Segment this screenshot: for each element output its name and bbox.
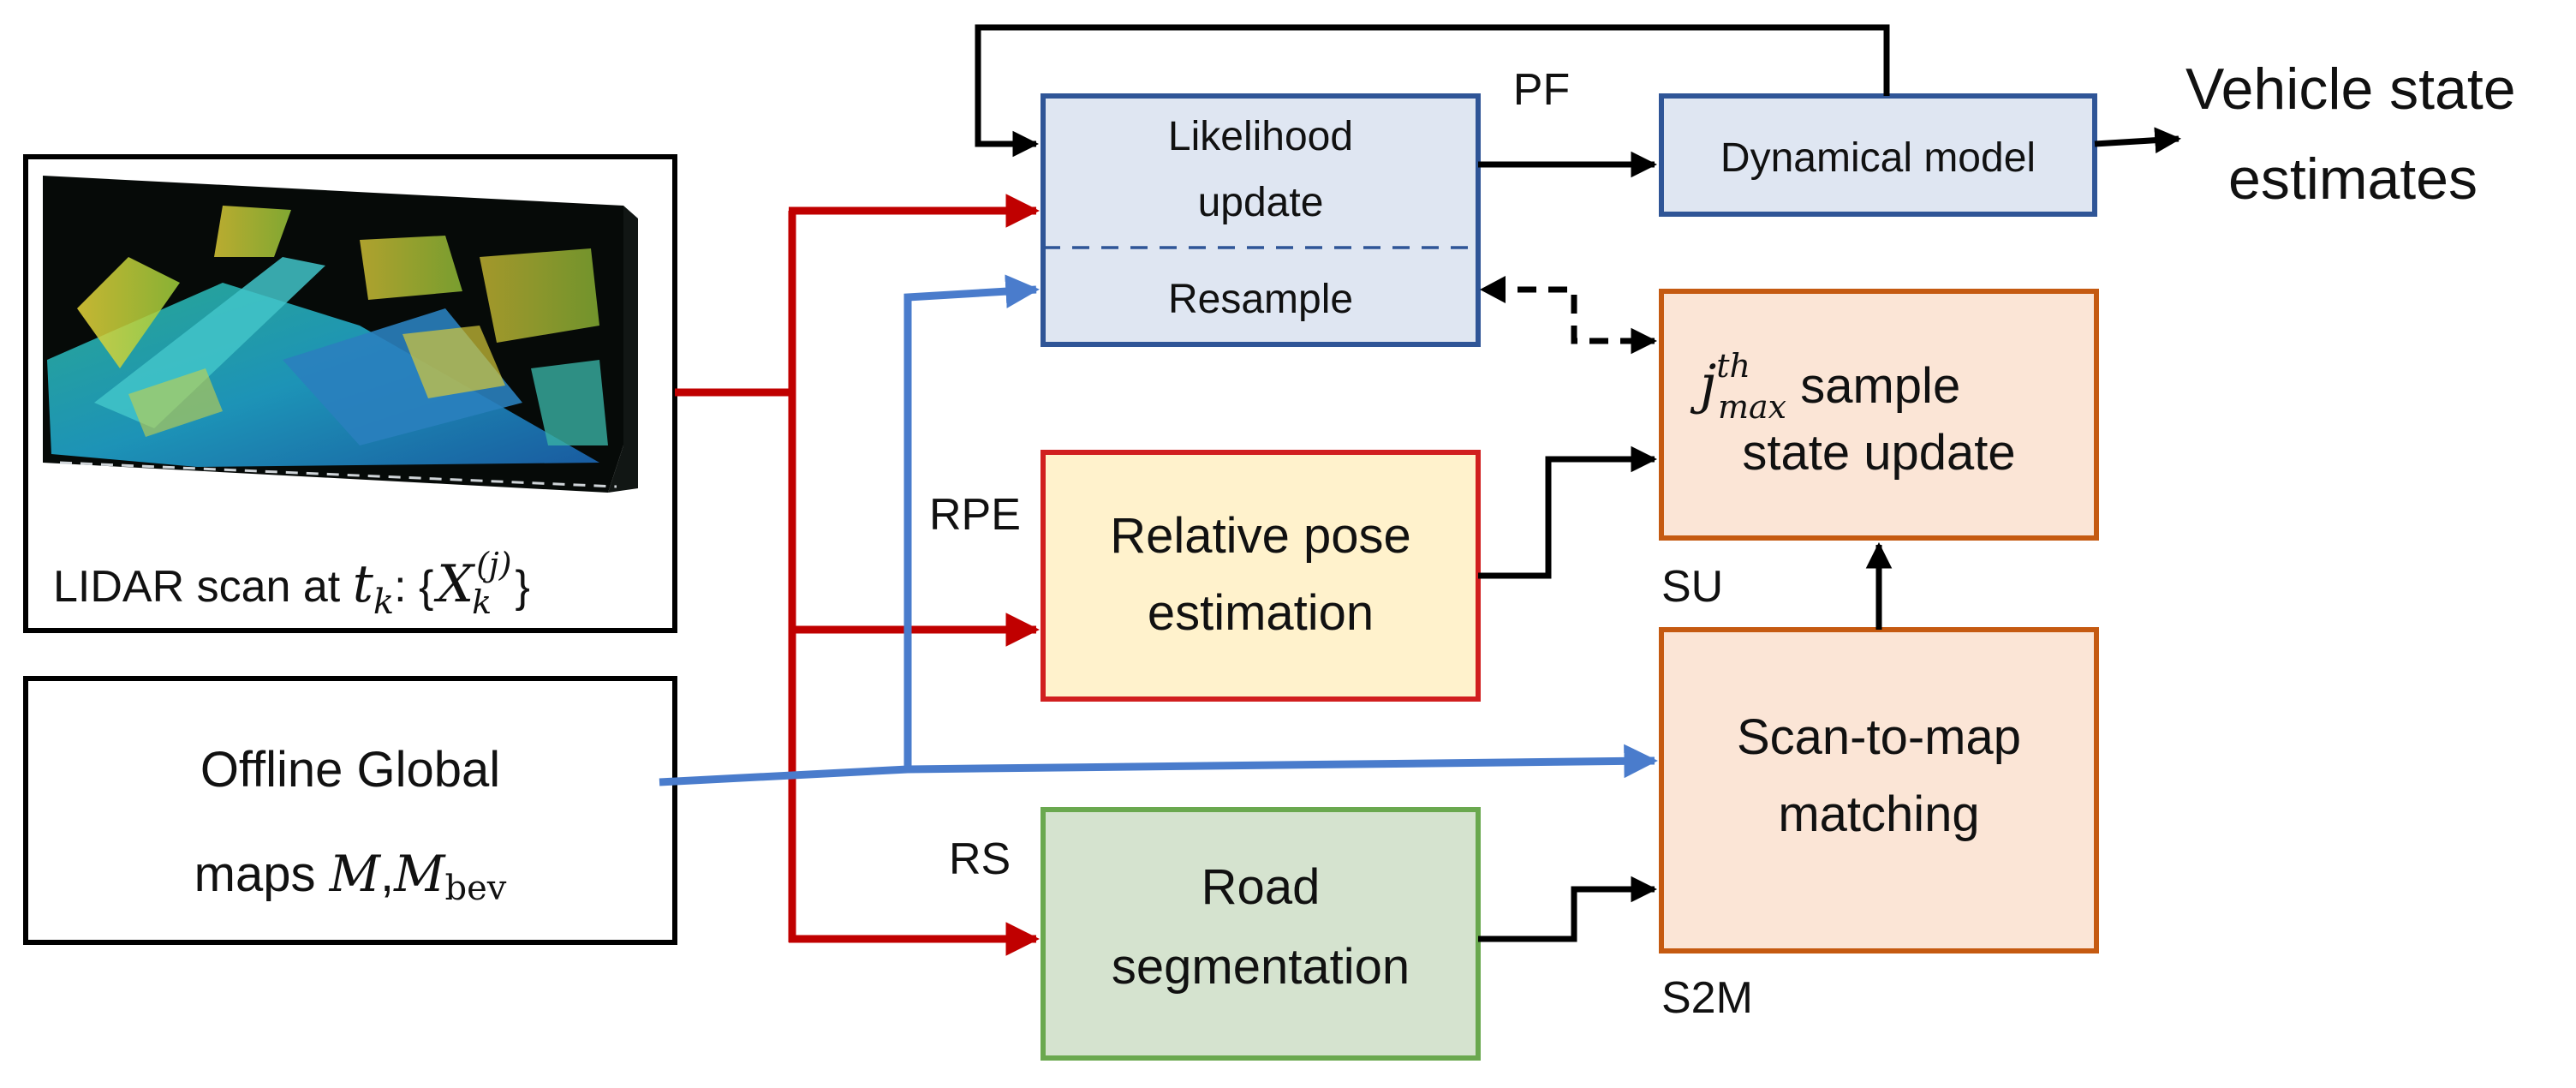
time-variable: t [353,554,374,614]
resample-label: Resample [1168,277,1353,322]
dynamics-to-output-arrow [2094,127,2182,154]
rpe-block: Relative pose estimation [1041,450,1481,702]
feedback-loop-arrow [975,24,1890,158]
black-connectors [975,24,2182,942]
su-resample-dashed-arrowhead-left [1480,276,1506,303]
su-math-sub: max [1718,388,1786,426]
maps-line-1: Offline Global [200,742,500,798]
set-subscript: k [472,583,492,621]
bev-subscript: bev [444,869,506,908]
dynamics-box [1659,93,2097,217]
su-tag: SU [1661,562,1723,612]
map-symbol: M [329,845,382,903]
s2m-tag: S2M [1661,973,1753,1023]
s2m-line-1: Scan-to-map [1737,709,2021,765]
set-symbol: X [433,554,475,614]
rs-box [1041,807,1481,1061]
lidar-caption-prefix: LIDAR scan at [53,562,353,612]
s2m-line-2: matching [1778,786,1979,842]
su-line-2: state update [1742,425,2015,481]
lidar-connectors [675,194,1040,956]
maps-to-s2m-arrow [659,744,1658,786]
rpe-tag: RPE [929,490,1021,540]
map-symbol-bev: M [393,845,446,903]
su-box [1659,289,2099,541]
lidar-pointcloud-image [43,176,638,493]
s2m-box [1659,627,2099,953]
maps-to-resample-arrow [903,274,1040,769]
rs-tag: RS [949,834,1011,884]
pf-label: PF [1513,65,1570,115]
rs-block: Road segmentation [1041,807,1481,1061]
likelihood-line-2: update [1198,180,1324,225]
rpe-line-2: estimation [1148,585,1374,641]
rs-line-2: segmentation [1112,939,1410,995]
lidar-caption: LIDAR scan at tk: {Xk(j)} [53,546,530,622]
maps-box-frame [23,676,677,945]
maps-line-2-text: maps [194,846,330,902]
particle-filter-block: Likelihood update Resample [1041,93,1481,347]
rpe-line-1: Relative pose [1110,508,1410,564]
maps-connectors [659,274,1658,786]
rs-line-1: Road [1202,859,1321,915]
output-line-2: estimates [2228,146,2478,212]
dynamics-label: Dynamical model [1720,135,2036,181]
rs-to-s2m-arrow [1478,876,1658,942]
set-superscript: (j) [476,546,511,583]
maps-input-box: Offline Global maps M,Mbev [23,676,677,945]
su-math-sup: th [1716,347,1750,385]
likelihood-line-1: Likelihood [1168,114,1353,159]
pf-box [1041,93,1481,347]
time-subscript: k [373,583,394,622]
su-line-1-rest: sample [1786,358,1960,414]
output-line-1: Vehicle state [2185,57,2516,122]
dynamical-model-block: Dynamical model [1659,93,2097,217]
maps-line-2: maps M,Mbev [194,845,507,908]
s2m-block: Scan-to-map matching [1659,627,2099,953]
lidar-input-box: LIDAR scan at tk: {Xk(j)} [23,154,677,633]
rpe-box [1041,450,1481,702]
su-resample-dashed-link [1487,286,1658,355]
rpe-to-su-arrow [1478,445,1658,579]
